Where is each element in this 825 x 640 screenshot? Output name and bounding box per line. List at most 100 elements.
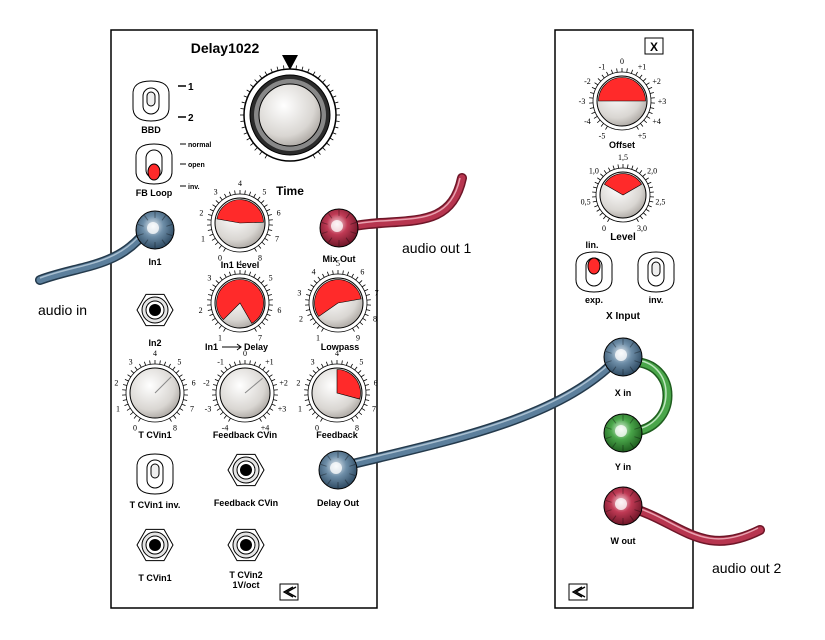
x-inv-toggle-switch[interactable]	[637, 251, 675, 293]
level-knob[interactable]: 00,51,01,52,02,53,0	[581, 153, 666, 233]
delay-out-to-x-in-cable[interactable]	[331, 351, 625, 473]
knob-scale-label: 7	[375, 289, 379, 298]
knob-scale-label: +2	[652, 77, 661, 86]
knob-scale-label: 7	[275, 234, 279, 243]
x-in-jack-plug[interactable]	[603, 337, 643, 377]
audio-out-2-cable[interactable]	[620, 501, 765, 546]
knob-scale-label: -4	[222, 424, 229, 433]
audio-out-1-label: audio out 1	[402, 240, 471, 256]
bbd-toggle-switch[interactable]	[132, 80, 170, 122]
knob-scale-label: 7	[190, 404, 194, 413]
t-cvin1-inv-toggle-switch[interactable]	[136, 453, 174, 495]
knob-scale-label: 2	[199, 209, 203, 218]
knob-scale-label: 4	[238, 179, 242, 188]
in1-delay-arrow-icon	[222, 343, 242, 351]
knob-scale-label: 1,5	[618, 153, 628, 162]
t-cvin1-jack-label: T CVin1	[138, 573, 171, 583]
lin-exp-toggle-switch[interactable]	[575, 251, 613, 293]
fb-loop-label: FB Loop	[136, 188, 173, 198]
knob-scale-label: 0,5	[581, 198, 591, 207]
knob-scale-label: 4	[238, 259, 242, 268]
t-cvin2-jack[interactable]	[227, 528, 265, 562]
knob-scale-label: 2,5	[655, 198, 665, 207]
audio-in-label: audio in	[38, 302, 87, 318]
feedback-knob-label: Feedback	[316, 430, 359, 440]
x-in-label: X in	[615, 388, 632, 398]
knob-scale-label: 6	[277, 209, 281, 218]
offset-knob[interactable]: -5-4-3-2-10+1+2+3+4+5	[579, 57, 667, 141]
feedback-cvin-jack-label: Feedback CVin	[214, 498, 278, 508]
knob-scale-label: 0	[243, 349, 247, 358]
knob-scale-label: 3,0	[637, 224, 647, 233]
time-knob[interactable]	[240, 65, 340, 162]
t-cvin2-label: T CVin2	[229, 570, 262, 580]
delay-logo-icon	[279, 583, 299, 601]
knob-scale-label: 2	[299, 314, 303, 323]
x-inv-label: inv.	[649, 295, 664, 305]
knob-scale-label: -3	[205, 404, 212, 413]
delay-out-label: Delay Out	[317, 498, 359, 508]
knob-scale-label: 4	[153, 349, 157, 358]
knob-scale-label: 5	[359, 357, 363, 366]
mix-out-jack-plug[interactable]	[319, 208, 359, 248]
knob-scale-label: 3	[214, 187, 218, 196]
knob-scale-label: 3	[207, 273, 211, 282]
delay-out-jack-plug[interactable]	[318, 450, 358, 490]
t-cvin1-inv-label: T CVin1 inv.	[130, 500, 181, 510]
knob-scale-label: +2	[279, 379, 288, 388]
level-label: Level	[610, 232, 636, 243]
knob-scale-label: 0	[133, 424, 137, 433]
delay-module-title: Delay1022	[191, 40, 260, 56]
knob-scale-label: +5	[638, 132, 647, 141]
knob-scale-label: 2	[296, 379, 300, 388]
knob-scale-label: 3	[311, 357, 315, 366]
knob-scale-label: 8	[373, 314, 377, 323]
w-out-jack-plug[interactable]	[603, 486, 643, 526]
knob-scale-label: -5	[599, 132, 606, 141]
knob-scale-label: 4	[335, 349, 339, 358]
feedback-cvin-jack[interactable]	[227, 453, 265, 487]
in2-label: In2	[148, 338, 161, 348]
in2-jack[interactable]	[136, 293, 174, 327]
knob-scale-label: 0	[602, 224, 606, 233]
knob-scale-label: 3	[129, 357, 133, 366]
knob-scale-label: +3	[278, 404, 287, 413]
knob-scale-label: +3	[658, 97, 667, 106]
audio-out-2-label: audio out 2	[712, 560, 781, 576]
bbd-position-1: 1	[188, 82, 194, 93]
lin-label: lin.	[586, 240, 599, 250]
knob-scale-label: 6	[374, 379, 378, 388]
x-module-logo-icon	[568, 583, 588, 601]
t-cvin1-knob-label: T CVin1	[138, 430, 171, 440]
knob-scale-label: -3	[579, 97, 586, 106]
knob-scale-label: 4	[312, 267, 316, 276]
in1-delay-right-label: Delay	[244, 342, 268, 352]
fb-loop-normal-label: normal	[188, 142, 211, 149]
fb-loop-open-label: open	[188, 162, 205, 169]
knob-scale-label: 5	[269, 273, 273, 282]
w-out-label: W out	[611, 536, 636, 546]
knob-scale-label: 2	[199, 306, 203, 315]
audio-out-1-cable[interactable]	[340, 173, 467, 233]
knob-scale-label: 1	[218, 334, 222, 343]
bbd-label: BBD	[141, 125, 161, 135]
knob-scale-label: 0	[620, 57, 624, 66]
feedback-cvin-knob[interactable]: -4-3-2-10+1+2+3+4	[203, 349, 288, 433]
knob-scale-label: 7	[258, 334, 262, 343]
knob-scale-label: 8	[173, 424, 177, 433]
x-module-badge: X	[650, 40, 658, 54]
in1-jack-plug[interactable]	[135, 210, 175, 250]
t-cvin1-jack[interactable]	[136, 528, 174, 562]
knob-scale-label: +4	[652, 117, 661, 126]
knob-scale-label: 8	[355, 424, 359, 433]
x-in-to-y-in-cable[interactable]	[625, 356, 673, 437]
knob-scale-label: -1	[599, 62, 606, 71]
y-in-jack-plug[interactable]	[603, 413, 643, 453]
knob-scale-label: -2	[584, 77, 591, 86]
fb-loop-toggle-switch[interactable]	[135, 143, 173, 185]
